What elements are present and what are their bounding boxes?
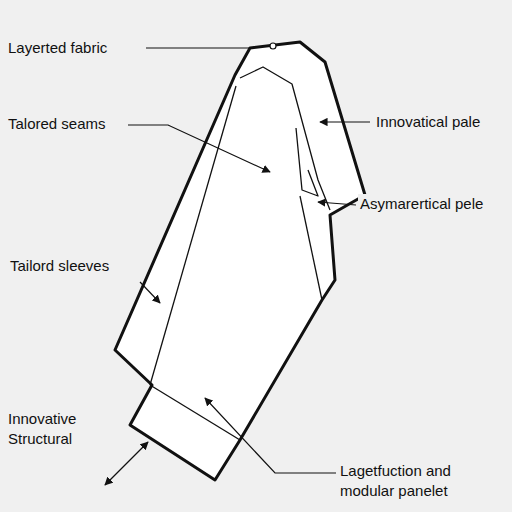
callout-label: Asymarertical pele	[358, 194, 485, 214]
callout-label: Talored seams	[6, 114, 108, 134]
callout-label: Innovative Structural	[6, 409, 110, 449]
leader-dot	[270, 43, 276, 49]
leader-line	[205, 398, 336, 473]
callout-label: Innovatical pale	[374, 112, 482, 132]
leader-line	[318, 202, 356, 205]
leader-line	[128, 125, 270, 172]
leader-line	[140, 282, 160, 303]
sleeve-seam	[300, 196, 322, 300]
front-edge	[150, 86, 236, 385]
callout-label: Layerted fabric	[6, 38, 109, 58]
callout-label: Lagetfuction and modular panelet	[338, 461, 506, 501]
callout-label: Tailord sleeves	[8, 256, 111, 276]
dimension-arrow	[105, 442, 148, 485]
collar-line	[240, 67, 330, 210]
fold-detail	[296, 128, 318, 196]
garment-outline	[115, 42, 365, 480]
hem-panel	[150, 385, 240, 440]
leader-line	[146, 47, 254, 48]
leader-line	[320, 121, 370, 122]
